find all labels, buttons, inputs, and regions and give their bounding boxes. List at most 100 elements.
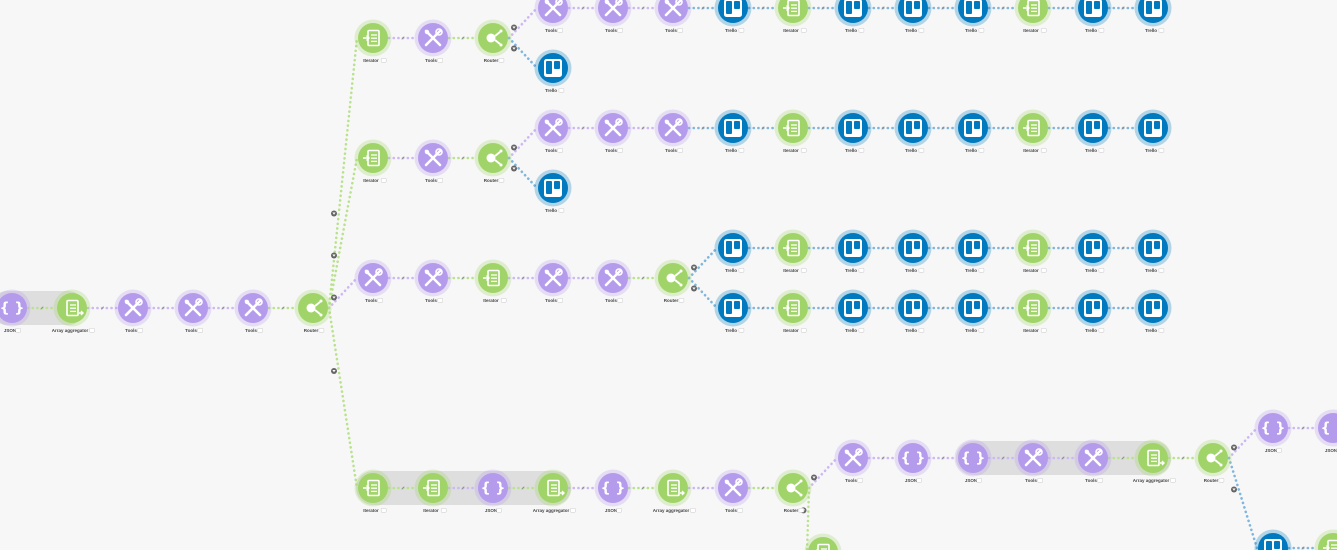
module-trello[interactable]: Trello xyxy=(1254,529,1292,550)
connection-link[interactable] xyxy=(507,126,539,160)
connection-link[interactable] xyxy=(1227,456,1259,550)
link-settings-icon[interactable] xyxy=(881,456,885,460)
link-settings-icon[interactable] xyxy=(641,126,645,130)
link-settings-icon[interactable] xyxy=(881,306,885,310)
connection-link[interactable] xyxy=(327,36,359,310)
module-router[interactable]: Router xyxy=(1194,439,1232,484)
module-json[interactable]: { }JSON xyxy=(1314,409,1337,454)
link-settings-icon[interactable] xyxy=(1121,246,1125,250)
link-settings-icon[interactable] xyxy=(1061,246,1065,250)
connection-link[interactable] xyxy=(327,306,359,490)
module-trello[interactable]: Trello xyxy=(1134,229,1172,274)
module-circle[interactable] xyxy=(658,0,688,23)
filter-icon[interactable] xyxy=(331,294,337,301)
module-circle[interactable] xyxy=(598,0,628,23)
filter-icon[interactable] xyxy=(691,264,697,271)
module-circle[interactable] xyxy=(598,473,628,503)
filter-icon[interactable] xyxy=(511,45,517,52)
connection-link[interactable] xyxy=(807,456,839,490)
link-settings-icon[interactable] xyxy=(40,306,44,310)
module-trello[interactable]: Trello xyxy=(834,0,872,33)
link-settings-icon[interactable] xyxy=(941,246,945,250)
module-circle[interactable] xyxy=(478,473,508,503)
module-trello[interactable]: Trello xyxy=(1074,0,1112,33)
module-iterator[interactable]: Iterator xyxy=(1014,289,1052,334)
link-settings-icon[interactable] xyxy=(521,276,525,280)
link-settings-icon[interactable] xyxy=(1061,126,1065,130)
link-settings-icon[interactable] xyxy=(1001,306,1005,310)
module-circle[interactable] xyxy=(0,293,27,323)
link-settings-icon[interactable] xyxy=(281,306,285,310)
module-router[interactable]: Router xyxy=(474,19,512,64)
link-settings-icon[interactable] xyxy=(1001,6,1005,10)
module-trello[interactable]: Trello xyxy=(954,0,992,33)
link-settings-icon[interactable] xyxy=(461,276,465,280)
link-settings-icon[interactable] xyxy=(401,156,405,160)
link-settings-icon[interactable] xyxy=(461,486,465,490)
module-json[interactable]: { }JSON xyxy=(0,289,31,334)
link-settings-icon[interactable] xyxy=(641,486,645,490)
module-tools[interactable]: Tools xyxy=(414,139,452,184)
link-settings-icon[interactable] xyxy=(521,486,525,490)
filter-icon[interactable] xyxy=(511,165,517,172)
module-trello[interactable]: Trello xyxy=(1074,229,1112,274)
module-tools[interactable]: Tools xyxy=(534,109,572,154)
module-iterator[interactable]: Iterator xyxy=(474,259,512,304)
module-trello[interactable]: Trello xyxy=(894,109,932,154)
link-settings-icon[interactable] xyxy=(1001,126,1005,130)
link-settings-icon[interactable] xyxy=(581,126,585,130)
module-tools[interactable]: Tools xyxy=(1014,439,1052,484)
link-settings-icon[interactable] xyxy=(1301,426,1305,430)
module-circle[interactable] xyxy=(898,443,928,473)
link-settings-icon[interactable] xyxy=(941,126,945,130)
link-settings-icon[interactable] xyxy=(821,246,825,250)
link-settings-icon[interactable] xyxy=(221,306,225,310)
link-settings-icon[interactable] xyxy=(401,36,405,40)
link-settings-icon[interactable] xyxy=(1181,456,1185,460)
module-tools[interactable]: Tools xyxy=(234,289,272,334)
filter-icon[interactable] xyxy=(331,210,337,217)
filter-icon[interactable] xyxy=(691,285,697,292)
module-json[interactable]: { }JSON xyxy=(894,439,932,484)
module-trello[interactable]: Trello xyxy=(714,109,752,154)
module-tools[interactable]: Tools xyxy=(834,439,872,484)
module-trello[interactable]: Trello xyxy=(714,229,752,274)
filter-icon[interactable] xyxy=(1231,444,1237,451)
module-tools[interactable]: Tools xyxy=(114,289,152,334)
link-settings-icon[interactable] xyxy=(941,6,945,10)
module-json[interactable]: { }JSON xyxy=(594,469,632,514)
module-trello[interactable]: Trello xyxy=(954,109,992,154)
link-settings-icon[interactable] xyxy=(461,36,465,40)
link-settings-icon[interactable] xyxy=(881,126,885,130)
module-tools[interactable]: Tools xyxy=(714,469,752,514)
link-settings-icon[interactable] xyxy=(881,246,885,250)
link-settings-icon[interactable] xyxy=(941,456,945,460)
link-settings-icon[interactable] xyxy=(1121,6,1125,10)
link-settings-icon[interactable] xyxy=(1121,306,1125,310)
module-iterator[interactable]: Iterator xyxy=(1014,0,1052,33)
module-iterator[interactable]: Iterator xyxy=(354,469,392,514)
module-trello[interactable]: Trello xyxy=(1134,289,1172,334)
link-settings-icon[interactable] xyxy=(1061,6,1065,10)
module-trello[interactable]: Trello xyxy=(894,289,932,334)
link-settings-icon[interactable] xyxy=(581,6,585,10)
link-settings-icon[interactable] xyxy=(641,6,645,10)
module-iterator[interactable]: Iterator xyxy=(774,289,812,334)
filter-icon[interactable] xyxy=(511,24,517,31)
link-settings-icon[interactable] xyxy=(641,276,645,280)
module-trello[interactable]: Trello xyxy=(834,109,872,154)
module-trello[interactable]: Trello xyxy=(1134,0,1172,33)
module-trello[interactable]: Trello xyxy=(894,0,932,33)
module-json[interactable]: { }JSON xyxy=(474,469,512,514)
link-settings-icon[interactable] xyxy=(761,306,765,310)
module-router[interactable]: Router xyxy=(654,259,692,304)
module-trello[interactable]: Trello xyxy=(714,0,752,33)
link-settings-icon[interactable] xyxy=(461,156,465,160)
connection-link[interactable] xyxy=(327,156,359,310)
module-iterator[interactable]: Iterator xyxy=(774,109,812,154)
module-iterator[interactable]: Iterator xyxy=(414,469,452,514)
module-circle[interactable] xyxy=(1318,413,1337,443)
module-trello[interactable]: Trello xyxy=(534,49,572,94)
connection-link[interactable] xyxy=(507,156,539,190)
module-array-aggregator[interactable]: Array aggregator xyxy=(533,469,576,514)
